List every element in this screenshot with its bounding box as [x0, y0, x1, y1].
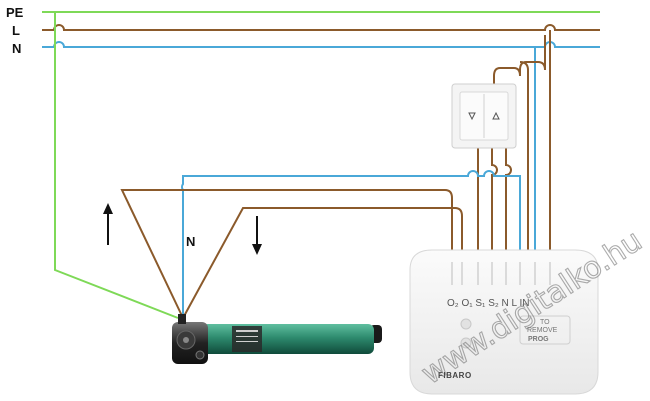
prog-button[interactable]: [460, 337, 472, 349]
motor-n-label: N: [186, 234, 195, 249]
triangle-up-icon: [492, 111, 500, 120]
motor-up-wire: [120, 189, 453, 319]
fibaro-module: O₂ O₁ S₁ S₂ N L IN TO REMOVE PROG FIBARO: [409, 249, 599, 395]
n-rail: [42, 41, 600, 48]
led-indicator: [460, 318, 472, 330]
motor-down-wire: [182, 207, 463, 319]
fibaro-brand: FIBARO: [438, 371, 472, 380]
terminal-labels: O₂ O₁ S₁ S₂ N L IN: [447, 298, 530, 309]
triangle-down-icon: [468, 112, 476, 121]
switch-supply-wire: [493, 35, 546, 84]
tubular-motor: [172, 314, 382, 364]
n-label: N: [12, 41, 21, 56]
motor-n-wire: [181, 170, 521, 318]
pe-drop-wire: [54, 12, 179, 319]
switch-out-2: [491, 148, 498, 250]
prog-label: PROG: [528, 336, 549, 343]
pe-label: PE: [6, 5, 24, 20]
l-label: L: [12, 23, 20, 38]
l-rail: [42, 24, 600, 31]
to-label: TO: [540, 319, 550, 326]
wall-switch: [451, 83, 517, 149]
arrow-down-icon: [252, 216, 262, 255]
arrow-up-icon: [103, 203, 113, 245]
switch-out-3: [505, 148, 512, 250]
remove-label: REMOVE: [527, 327, 558, 334]
switch-supply-wire-2: [519, 61, 529, 250]
